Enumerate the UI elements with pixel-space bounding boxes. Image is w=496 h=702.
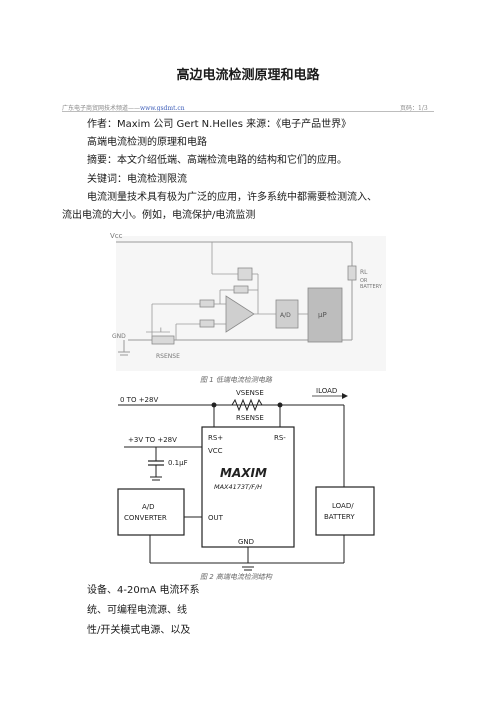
paragraph-line-2: 流出电流的大小。例如，电流保护/电流监测 bbox=[62, 210, 256, 221]
document-title: 高边电流检测原理和电路 bbox=[176, 68, 320, 83]
author-line: 作者：Maxim 公司 Gert N.Helles 来源：《电子产品世界》 bbox=[87, 119, 352, 130]
fig1-ad-label: A/D bbox=[280, 312, 291, 319]
header-source-text: 广东电子商贸网技术频道—— bbox=[62, 105, 141, 112]
page-header-source: 广东电子商贸网技术频道——www.gsdmt.cn bbox=[62, 103, 185, 112]
fig2-supply-range: +3V TO +28V bbox=[128, 436, 177, 444]
subtitle-line: 高端电流检测的原理和电路 bbox=[87, 137, 207, 148]
fig2-gnd-pin: GND bbox=[238, 538, 254, 546]
fig2-input-range: 0 TO +28V bbox=[120, 396, 158, 404]
fig2-cap-value: 0.1μF bbox=[168, 459, 188, 467]
text-after-figure-1: 设备、4-20mA 电流环系 bbox=[87, 585, 200, 596]
fig2-rs-plus-pin: RS+ bbox=[208, 434, 223, 442]
fig1-vcc-label: Vcc bbox=[110, 232, 123, 240]
figure-2-high-side-circuit: 0 TO +28V VSENSE RSENSE ILOAD RS+ RS- VC… bbox=[117, 387, 375, 581]
fig2-load-block bbox=[315, 486, 375, 536]
fig2-part-number: MAX4173T/F/H bbox=[214, 483, 262, 491]
fig2-adc-block bbox=[117, 488, 185, 536]
figure-1-low-side-circuit: Vcc RL OR BATTERY GND I RSENSE A/D μP 图 … bbox=[110, 232, 386, 384]
text-after-figure-3: 性/开关模式电源、以及 bbox=[87, 625, 191, 636]
fig2-chip-block bbox=[201, 426, 295, 548]
fig2-load-label-2: BATTERY bbox=[324, 513, 355, 521]
fig1-up-label: μP bbox=[318, 311, 327, 319]
fig1-caption: 图 1 低端电流检测电路 bbox=[200, 376, 273, 384]
fig2-vsense-label: VSENSE bbox=[236, 389, 264, 397]
fig1-current-label: I bbox=[160, 327, 162, 334]
fig2-iload-label: ILOAD bbox=[316, 387, 337, 395]
fig2-maxim-logo: MAXIM bbox=[220, 466, 267, 480]
fig2-sense-resistor bbox=[231, 398, 263, 412]
fig1-load-resistor bbox=[347, 265, 357, 281]
fig2-caption: 图 2 高端电流检测结构 bbox=[200, 573, 273, 581]
page-number: 页码：1/3 bbox=[400, 105, 428, 112]
fig1-battery-label: BATTERY bbox=[360, 284, 383, 290]
fig1-rsense-label: RSENSE bbox=[156, 353, 180, 360]
text-after-figure-2: 统、可编程电流源、线 bbox=[87, 605, 187, 616]
header-divider bbox=[62, 111, 434, 112]
header-url-link[interactable]: www.gsdmt.cn bbox=[140, 105, 185, 112]
fig2-rsense-label: RSENSE bbox=[236, 414, 264, 422]
fig2-rs-minus-pin: RS- bbox=[274, 434, 286, 442]
fig1-or-label: OR bbox=[360, 278, 368, 284]
fig1-microprocessor-block bbox=[307, 287, 343, 343]
fig1-sense-resistor bbox=[151, 335, 175, 345]
keywords-line: 关键词：电流检测限流 bbox=[87, 174, 187, 185]
fig2-vcc-pin: VCC bbox=[208, 447, 223, 455]
fig1-op-amp bbox=[225, 295, 255, 333]
fig2-adc-label-1: A/D bbox=[142, 503, 155, 511]
fig1-rl-label: RL bbox=[360, 269, 368, 276]
paragraph-line-1: 电流测量技术具有极为广泛的应用，许多系统中都需要检测流入、 bbox=[87, 192, 377, 203]
fig1-gnd-label: GND bbox=[112, 333, 126, 340]
abstract-line: 摘要：本文介绍低端、高端检流电路的结构和它们的应用。 bbox=[87, 155, 347, 166]
fig2-adc-label-2: CONVERTER bbox=[124, 514, 167, 522]
fig2-out-pin: OUT bbox=[208, 514, 224, 522]
fig2-load-label-1: LOAD/ bbox=[332, 502, 354, 510]
